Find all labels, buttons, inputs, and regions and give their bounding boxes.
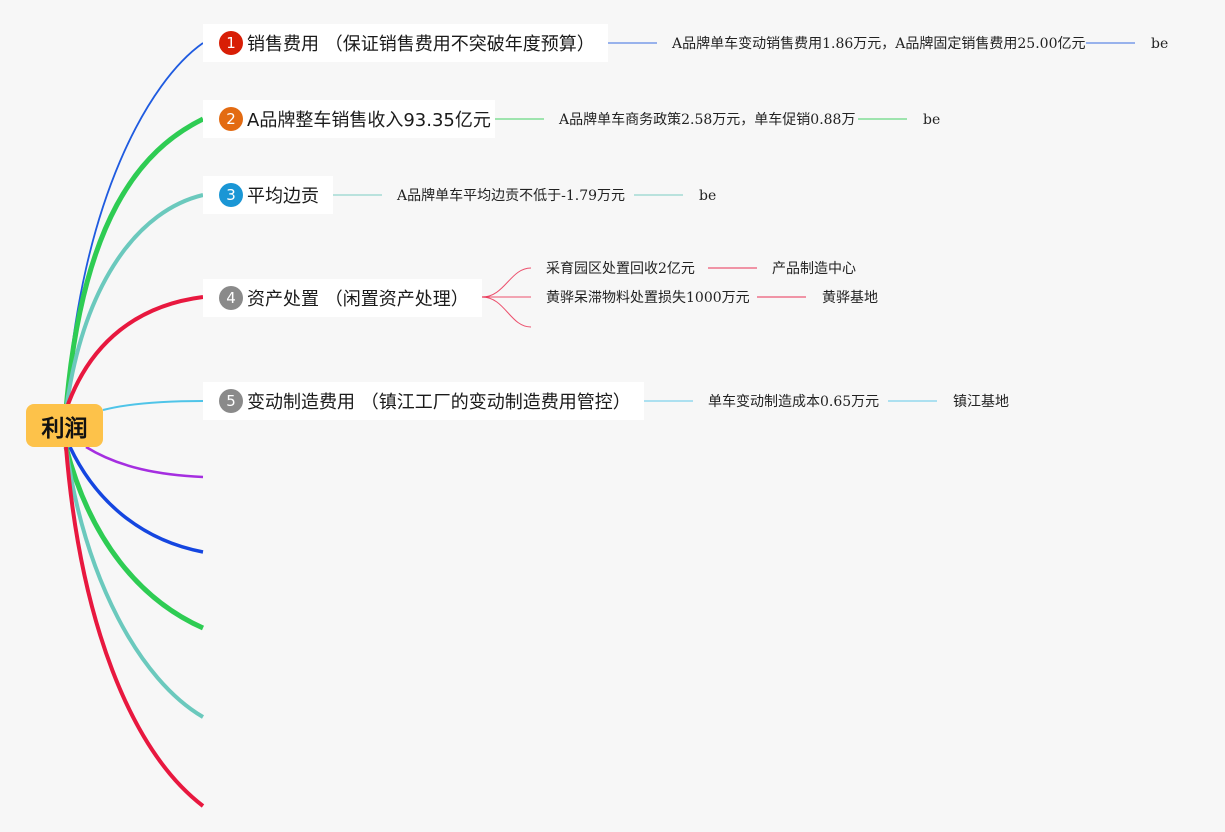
leaf-1-1[interactable]: A品牌单车变动销售费用1.86万元，A品牌固定销售费用25.00亿元 bbox=[672, 36, 1086, 52]
leaf-5-1-next[interactable]: 镇江基地 bbox=[953, 394, 1009, 410]
leaf-4-2[interactable]: 黄骅呆滞物料处置损失1000万元 bbox=[546, 290, 750, 306]
branch-line-2 bbox=[63, 116, 205, 411]
topic-1[interactable]: 1 销售费用 （保证销售费用不突破年度预算） bbox=[203, 24, 608, 62]
branch-line-7 bbox=[68, 446, 204, 554]
root-label: 利润 bbox=[41, 415, 88, 442]
topic-label: 销售费用 （保证销售费用不突破年度预算） bbox=[247, 34, 595, 55]
topic-label: A品牌整车销售收入93.35亿元 bbox=[247, 110, 491, 131]
leaf-4-1[interactable]: 采育园区处置回收2亿元 bbox=[546, 261, 695, 277]
topic-5[interactable]: 5 变动制造费用 （镇江工厂的变动制造费用管控） bbox=[203, 382, 644, 420]
branch-line-10 bbox=[64, 446, 205, 808]
number-badge-icon: 2 bbox=[219, 107, 243, 131]
leaf-1-1-next[interactable]: be bbox=[1151, 36, 1169, 52]
topic-2[interactable]: 2 A品牌整车销售收入93.35亿元 bbox=[203, 100, 495, 138]
leaf-3-1-next[interactable]: be bbox=[699, 188, 717, 204]
number-badge-icon: 1 bbox=[219, 31, 243, 55]
root-node[interactable]: 利润 bbox=[26, 404, 103, 447]
branch-line-6 bbox=[85, 445, 204, 479]
leaf-2-1[interactable]: A品牌单车商务政策2.58万元，单车促销0.88万 bbox=[559, 112, 856, 128]
leaf-5-1[interactable]: 单车变动制造成本0.65万元 bbox=[708, 394, 880, 410]
branch-line-8 bbox=[63, 446, 205, 631]
topic-3[interactable]: 3 平均边贡 bbox=[203, 176, 333, 214]
leaf-4-1-next[interactable]: 产品制造中心 bbox=[772, 261, 856, 277]
branch-line-4 bbox=[64, 295, 204, 411]
topic-label: 变动制造费用 （镇江工厂的变动制造费用管控） bbox=[247, 392, 631, 413]
topic-label: 平均边贡 bbox=[247, 186, 319, 207]
number-badge-icon: 3 bbox=[219, 183, 243, 207]
number-badge-icon: 4 bbox=[219, 286, 243, 310]
number-badge-icon: 5 bbox=[219, 389, 243, 413]
branch-line-5 bbox=[102, 400, 204, 411]
leaf-4-2-next[interactable]: 黄骅基地 bbox=[822, 290, 878, 306]
branch-line-1 bbox=[65, 42, 204, 411]
leaf-3-1[interactable]: A品牌单车平均边贡不低于-1.79万元 bbox=[397, 188, 626, 204]
topic-4[interactable]: 4 资产处置 （闲置资产处理） bbox=[203, 279, 482, 317]
branch-line-9 bbox=[64, 446, 205, 719]
branch-line-3 bbox=[64, 193, 204, 411]
leaf-2-1-next[interactable]: be bbox=[923, 112, 941, 128]
topic-label: 资产处置 （闲置资产处理） bbox=[247, 289, 469, 310]
